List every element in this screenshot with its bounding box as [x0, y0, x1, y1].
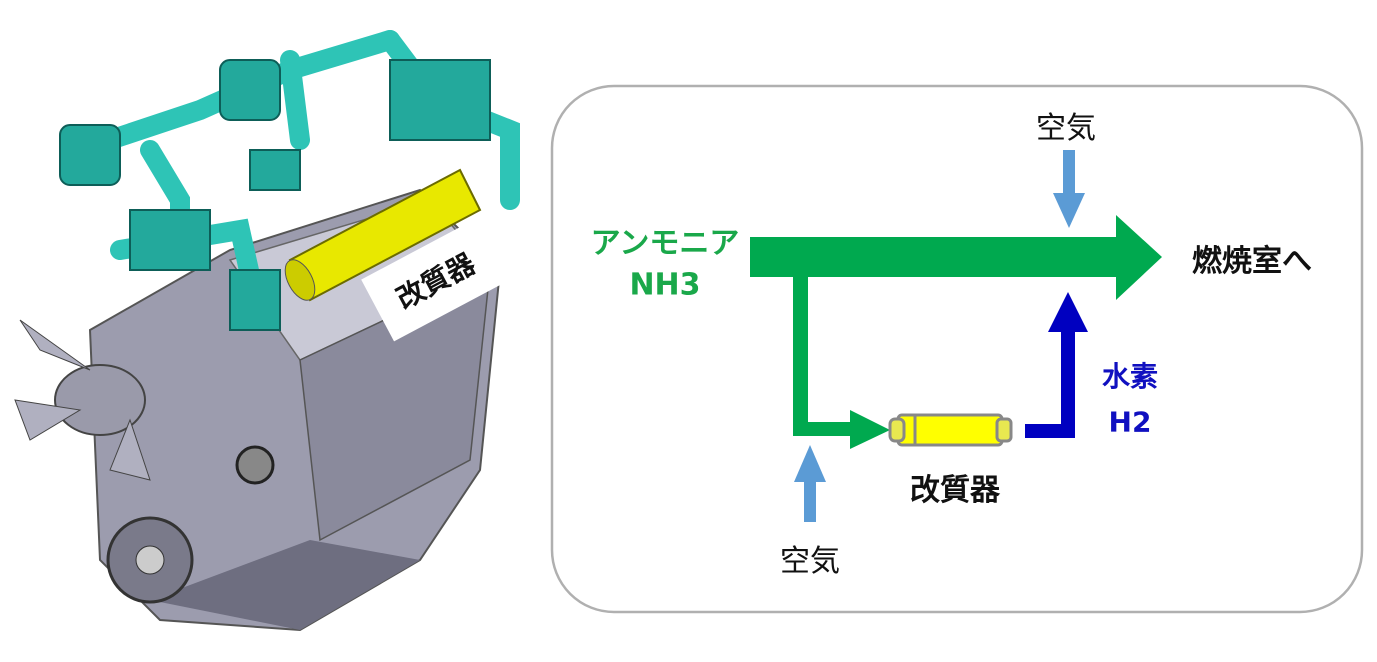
air-arrow-top — [1053, 150, 1085, 228]
air-arrow-bottom — [794, 445, 826, 522]
cooling-fan — [14, 319, 275, 485]
hydrogen-formula: H2 — [1108, 405, 1152, 439]
diagram-frame — [550, 84, 1364, 614]
air-label-bottom: 空気 — [780, 544, 840, 579]
air-label-top: 空気 — [1036, 111, 1096, 146]
intake-components — [59, 59, 491, 331]
ammonia-label: アンモニア — [590, 226, 740, 261]
reformer-icon — [888, 413, 1013, 447]
reformer-label: 改質器 — [910, 473, 1000, 508]
ammonia-main-arrow — [750, 215, 1162, 300]
combustion-chamber-label: 燃焼室へ — [1192, 244, 1312, 279]
hydrogen-label: 水素 — [1101, 360, 1159, 393]
ammonia-branch-arrow — [793, 270, 890, 449]
ammonia-formula: NH3 — [629, 267, 701, 303]
engine-reformer-cylinder — [284, 168, 482, 302]
hydrogen-arrow — [1025, 292, 1088, 438]
crank-pulley — [106, 516, 194, 604]
